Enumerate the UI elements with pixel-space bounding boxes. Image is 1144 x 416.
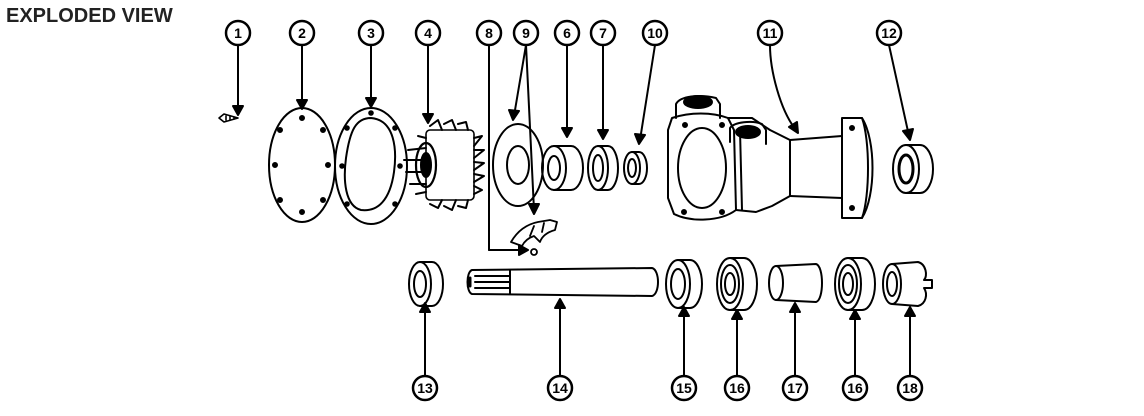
callout-1: 1 <box>224 19 252 116</box>
callout-8: 8 <box>475 19 529 256</box>
part-2-cover-plate <box>268 107 336 223</box>
callout-16b: 16 <box>841 309 869 402</box>
callout-18: 18 <box>896 306 924 402</box>
part-17-spacer <box>768 263 823 303</box>
svg-text:14: 14 <box>552 380 568 396</box>
svg-text:12: 12 <box>881 25 897 41</box>
svg-text:15: 15 <box>676 380 692 396</box>
callout-2: 2 <box>288 19 316 110</box>
part-4-impeller <box>403 119 485 211</box>
part-14-shaft <box>466 267 659 297</box>
svg-text:13: 13 <box>417 380 433 396</box>
callout-11: 11 <box>756 19 799 134</box>
part-7-seal <box>587 145 619 191</box>
svg-text:11: 11 <box>763 25 778 41</box>
svg-text:10: 10 <box>647 25 663 41</box>
callout-6: 6 <box>553 19 581 138</box>
part-15-seal <box>665 259 703 309</box>
part-12-seal <box>892 144 934 194</box>
callout-14: 14 <box>546 298 574 402</box>
svg-text:2: 2 <box>298 25 306 41</box>
svg-text:1: 1 <box>234 25 242 41</box>
part-3-gasket <box>334 107 408 225</box>
callout-9: 9 <box>508 19 540 215</box>
part-9-wear-plate <box>492 123 544 207</box>
svg-text:16: 16 <box>729 380 745 396</box>
diagram-title: EXPLODED VIEW <box>6 5 173 27</box>
part-10-ring <box>623 151 648 185</box>
part-18-collar <box>882 261 933 307</box>
svg-text:3: 3 <box>367 25 375 41</box>
svg-text:18: 18 <box>902 380 918 396</box>
callout-3: 3 <box>357 19 385 108</box>
part-13-seal <box>408 261 444 307</box>
part-16-bearing-b <box>834 257 876 311</box>
part-11-pump-body <box>667 95 874 221</box>
callout-10: 10 <box>634 19 669 145</box>
svg-text:6: 6 <box>563 25 571 41</box>
svg-text:17: 17 <box>787 380 803 396</box>
part-1-screw <box>218 113 239 123</box>
callout-17: 17 <box>781 302 809 402</box>
svg-text:8: 8 <box>485 25 493 41</box>
svg-text:4: 4 <box>424 25 432 41</box>
svg-text:9: 9 <box>522 25 530 41</box>
part-16-bearing-a <box>716 257 758 311</box>
svg-text:7: 7 <box>599 25 607 41</box>
callout-7: 7 <box>589 19 617 140</box>
callout-15: 15 <box>670 306 698 402</box>
callout-16a: 16 <box>723 309 751 402</box>
svg-text:16: 16 <box>847 380 863 396</box>
callout-13: 13 <box>411 302 439 402</box>
part-9-cam <box>510 219 558 256</box>
callout-4: 4 <box>414 19 442 124</box>
callout-12: 12 <box>875 19 914 141</box>
part-6-seal <box>541 145 584 191</box>
